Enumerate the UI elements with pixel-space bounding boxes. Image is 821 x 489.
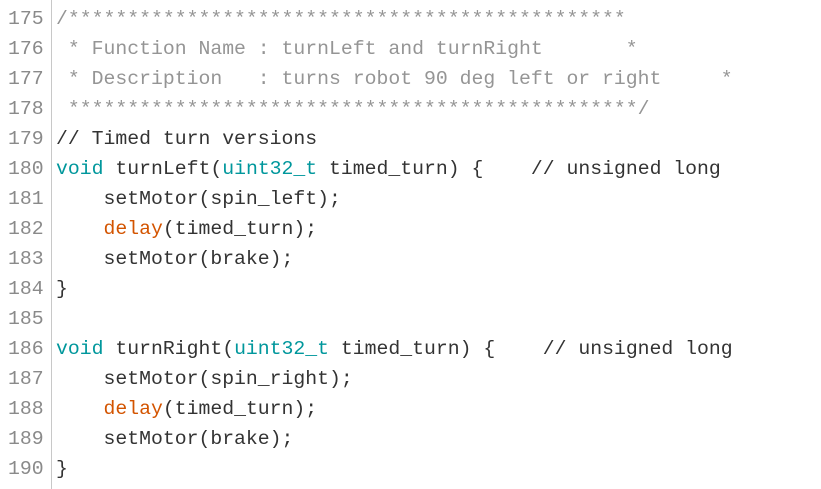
line-code[interactable]: setMotor(brake); — [56, 244, 293, 274]
line-code[interactable]: void turnLeft(uint32_t timed_turn) { // … — [56, 154, 721, 184]
code-token-type: void — [56, 338, 104, 360]
line-number: 185 — [8, 308, 44, 330]
code-token-plain: timed_turn) { — [329, 338, 543, 360]
line-code[interactable]: * Description : turns robot 90 deg left … — [56, 64, 733, 94]
code-token-plain: (timed_turn); — [162, 218, 318, 240]
line-number: 189 — [8, 428, 44, 450]
line-number: 179 — [8, 128, 44, 150]
code-line[interactable]: 180 void turnLeft(uint32_t timed_turn) { … — [0, 154, 821, 184]
line-code[interactable]: * Function Name : turnLeft and turnRight… — [56, 34, 638, 64]
code-line[interactable]: 179 // Timed turn versions — [0, 124, 821, 154]
code-token-plain — [56, 218, 103, 240]
code-token-plain: setMotor(brake); — [56, 428, 294, 450]
code-line[interactable]: 183 setMotor(brake); — [0, 244, 821, 274]
code-line[interactable]: 185 — [0, 304, 821, 334]
code-line[interactable]: 181 setMotor(spin_left); — [0, 184, 821, 214]
code-token-plain: timed_turn) { — [317, 158, 531, 180]
code-token-plain: // unsigned long — [530, 158, 721, 180]
line-number: 187 — [8, 368, 44, 390]
line-code[interactable]: /***************************************… — [56, 4, 626, 34]
line-number: 176 — [8, 38, 44, 60]
line-code[interactable]: ****************************************… — [56, 94, 650, 124]
code-line[interactable]: 188 delay(timed_turn); — [0, 394, 821, 424]
code-token-plain: setMotor(spin_right); — [56, 368, 353, 390]
line-code[interactable]: } — [56, 274, 68, 304]
code-token-plain: (timed_turn); — [162, 398, 318, 420]
line-code[interactable]: delay(timed_turn); — [56, 214, 317, 244]
line-number: 190 — [8, 458, 44, 480]
code-token-plain: turnRight( — [103, 338, 235, 360]
code-token-comment: /***************************************… — [56, 8, 626, 30]
line-number: 182 — [8, 218, 44, 240]
line-code[interactable]: void turnRight(uint32_t timed_turn) { //… — [56, 334, 733, 364]
code-token-plain: turnLeft( — [103, 158, 223, 180]
code-token-plain — [56, 398, 103, 420]
code-token-plain: setMotor(brake); — [56, 248, 294, 270]
code-line[interactable]: 182 delay(timed_turn); — [0, 214, 821, 244]
code-token-plain: } — [56, 278, 68, 300]
code-line[interactable]: 176 * Function Name : turnLeft and turnR… — [0, 34, 821, 64]
code-line[interactable]: 178 ************************************… — [0, 94, 821, 124]
line-number: 188 — [8, 398, 44, 420]
line-code[interactable]: } — [56, 454, 68, 484]
line-code[interactable]: // Timed turn versions — [56, 124, 317, 154]
code-token-plain: } — [56, 458, 68, 480]
line-number-gutter — [0, 0, 52, 489]
code-line[interactable]: 189 setMotor(brake); — [0, 424, 821, 454]
line-number: 186 — [8, 338, 44, 360]
code-token-func: delay — [103, 218, 163, 240]
code-token-func: delay — [103, 398, 163, 420]
code-token-plain: setMotor(spin_left); — [56, 188, 341, 210]
code-line[interactable]: 187 setMotor(spin_right); — [0, 364, 821, 394]
code-token-comment: ****************************************… — [56, 98, 650, 120]
code-token-type: uint32_t — [234, 338, 330, 360]
code-line[interactable]: 190} — [0, 454, 821, 484]
line-code[interactable]: setMotor(spin_left); — [56, 184, 341, 214]
line-number: 183 — [8, 248, 44, 270]
line-number: 181 — [8, 188, 44, 210]
code-token-type: void — [56, 158, 104, 180]
line-number: 177 — [8, 68, 44, 90]
line-number: 184 — [8, 278, 44, 300]
line-code[interactable]: setMotor(brake); — [56, 424, 293, 454]
code-token-comment: * Function Name : turnLeft and turnRight… — [56, 38, 638, 60]
line-number: 180 — [8, 158, 44, 180]
code-line[interactable]: 177 * Description : turns robot 90 deg l… — [0, 64, 821, 94]
code-line[interactable]: 184} — [0, 274, 821, 304]
code-token-plain: // Timed turn versions — [56, 128, 318, 150]
code-line[interactable]: 186 void turnRight(uint32_t timed_turn) {… — [0, 334, 821, 364]
line-code[interactable]: setMotor(spin_right); — [56, 364, 353, 394]
line-number: 175 — [8, 8, 44, 30]
line-code[interactable]: delay(timed_turn); — [56, 394, 317, 424]
code-token-comment: * Description : turns robot 90 deg left … — [56, 68, 733, 90]
code-line[interactable]: 175 /************************************… — [0, 4, 821, 34]
code-token-type: uint32_t — [222, 158, 318, 180]
code-token-plain: // unsigned long — [542, 338, 733, 360]
line-number: 178 — [8, 98, 44, 120]
